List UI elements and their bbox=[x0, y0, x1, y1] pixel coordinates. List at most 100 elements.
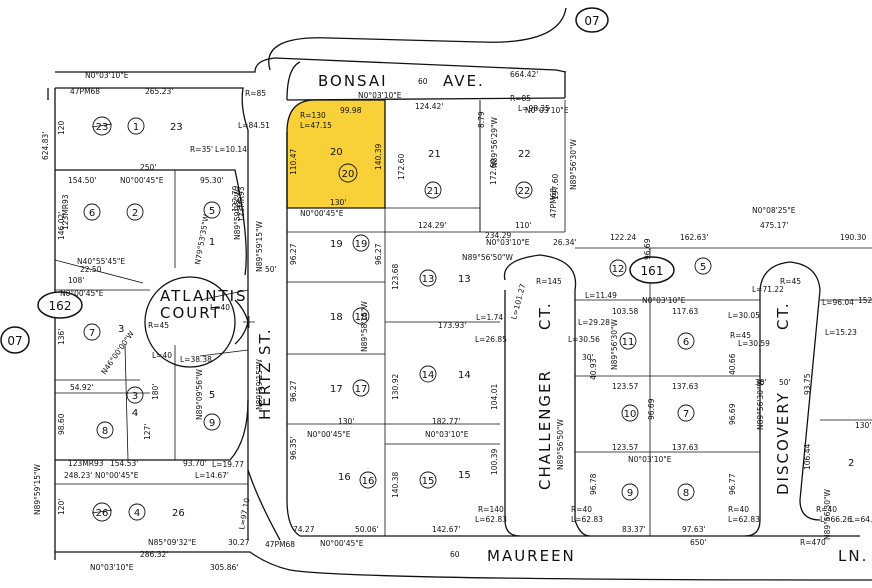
bearing: N89°56'30"W bbox=[823, 488, 832, 540]
lot-16: 16 16 bbox=[338, 471, 377, 489]
bearing: N0°00'45"E bbox=[320, 539, 364, 548]
page-tag-162: 162 bbox=[37, 291, 83, 319]
dim: 475.17' bbox=[760, 221, 788, 230]
street-ln: LN. bbox=[838, 547, 868, 565]
svg-text:8: 8 bbox=[102, 426, 108, 437]
lot-21: 21 21 bbox=[424, 149, 442, 199]
lot-14: 14 14 bbox=[419, 365, 471, 383]
dim: 142.67' bbox=[432, 525, 460, 534]
svg-text:14: 14 bbox=[422, 370, 435, 381]
bearing: N0°03'10"E bbox=[628, 455, 672, 464]
curve: L=10.14 bbox=[215, 145, 247, 154]
dim: 146.02' bbox=[57, 212, 66, 240]
bearing: N89°56'30"W bbox=[569, 138, 578, 190]
dim: 162.63' bbox=[680, 233, 708, 242]
curve: L=64.4 bbox=[850, 515, 872, 524]
svg-text:16: 16 bbox=[338, 472, 351, 483]
bonsai-ave-south-edge bbox=[55, 87, 566, 131]
dim: 50.06' bbox=[355, 525, 379, 534]
dim: 137.63 bbox=[672, 443, 698, 452]
lot-9-east: 9 bbox=[621, 483, 639, 501]
dim: 30' bbox=[582, 353, 594, 362]
street-discovery: DISCOVERY bbox=[774, 391, 792, 495]
dim: 117.63 bbox=[672, 307, 698, 316]
lot-8: 8 bbox=[96, 421, 114, 439]
svg-text:6: 6 bbox=[89, 208, 95, 219]
dim: 8.79 bbox=[477, 111, 486, 128]
svg-text:162: 162 bbox=[49, 299, 72, 313]
svg-text:15: 15 bbox=[458, 470, 471, 481]
svg-text:5: 5 bbox=[209, 206, 215, 217]
dim: 104.01 bbox=[490, 384, 499, 410]
lot-13: 13 13 bbox=[419, 269, 471, 287]
curve: R=85 bbox=[245, 89, 266, 98]
bearing: N0°03'10"E bbox=[85, 71, 129, 80]
dim: 248.23' bbox=[64, 471, 92, 480]
dim: 40.93 bbox=[589, 358, 598, 380]
curve: L=40 bbox=[152, 351, 172, 360]
curve: R=40 bbox=[816, 505, 837, 514]
dim: 182.77' bbox=[432, 417, 460, 426]
svg-text:3: 3 bbox=[118, 324, 124, 335]
dim: 173.93' bbox=[438, 321, 466, 330]
svg-text:19: 19 bbox=[330, 239, 343, 250]
street-hertz: HERTZ bbox=[256, 360, 274, 420]
curve: L=84.51 bbox=[238, 121, 270, 130]
ref-123mr93-3: 123MR93 bbox=[68, 459, 104, 468]
bonsai-ave-inner-curve bbox=[286, 61, 301, 101]
dim: 172.60 bbox=[397, 154, 406, 180]
curve: R=35' bbox=[190, 145, 213, 154]
svg-text:18: 18 bbox=[330, 312, 343, 323]
ref-123mr93-1: 123MR93 bbox=[61, 194, 70, 230]
svg-text:26: 26 bbox=[172, 508, 185, 519]
dim: 136' bbox=[57, 329, 66, 345]
dim: 664.42' bbox=[510, 70, 538, 79]
bearing: N0°03'10"E bbox=[486, 238, 530, 247]
bearing: N0°03'10"E bbox=[642, 296, 686, 305]
svg-text:1: 1 bbox=[133, 122, 139, 133]
lot-19: 19 19 bbox=[330, 234, 370, 252]
svg-text:4: 4 bbox=[134, 508, 140, 519]
curve: L=47.15 bbox=[300, 121, 332, 130]
lot-lines-challenger-east bbox=[575, 247, 800, 536]
bearing: N85°09'32"E bbox=[148, 538, 197, 547]
svg-text:20: 20 bbox=[330, 147, 343, 158]
dim: 197.60 bbox=[551, 174, 560, 200]
curve: L=62.83 bbox=[728, 515, 760, 524]
dim: 96.27 bbox=[289, 243, 298, 265]
dim: 96.35' bbox=[289, 436, 298, 460]
svg-text:9: 9 bbox=[209, 418, 215, 429]
dim: 250' bbox=[140, 163, 156, 172]
svg-text:14: 14 bbox=[458, 370, 471, 381]
street-bonsai: BONSAI bbox=[318, 72, 388, 90]
dim: 624.83' bbox=[41, 132, 50, 160]
dim: 103.58 bbox=[612, 307, 638, 316]
dim: 137.63 bbox=[672, 382, 698, 391]
lot-17: 17 17 bbox=[330, 379, 370, 397]
svg-text:18: 18 bbox=[355, 312, 368, 323]
dim: 54.92' bbox=[70, 383, 94, 392]
dim: 130.92 bbox=[391, 374, 400, 400]
svg-text:26: 26 bbox=[96, 508, 109, 519]
bearing: N0°00'45"E bbox=[95, 471, 139, 480]
maureen-ln-south-edge bbox=[55, 551, 872, 581]
curve: L=62.83 bbox=[475, 515, 507, 524]
svg-text:13: 13 bbox=[422, 274, 435, 285]
svg-text:23: 23 bbox=[170, 122, 183, 133]
dim: 154.50' bbox=[68, 176, 96, 185]
lot-lines-hertz-east bbox=[287, 100, 481, 536]
ref-47pm68-2: 47PM68 bbox=[549, 188, 558, 218]
svg-text:20: 20 bbox=[342, 169, 355, 180]
bearing: N0°00'45"E bbox=[307, 430, 351, 439]
discovery-ct-edges bbox=[744, 261, 821, 537]
curve: L=38.38 bbox=[180, 355, 212, 364]
street-st: ST. bbox=[256, 327, 274, 355]
svg-text:5: 5 bbox=[209, 390, 215, 401]
svg-text:17: 17 bbox=[355, 384, 368, 395]
dim: 96.27 bbox=[289, 380, 298, 402]
dim: 110.47 bbox=[289, 149, 298, 175]
dim: 650' bbox=[690, 538, 706, 547]
svg-text:11: 11 bbox=[622, 337, 635, 348]
svg-text:161: 161 bbox=[641, 264, 664, 278]
